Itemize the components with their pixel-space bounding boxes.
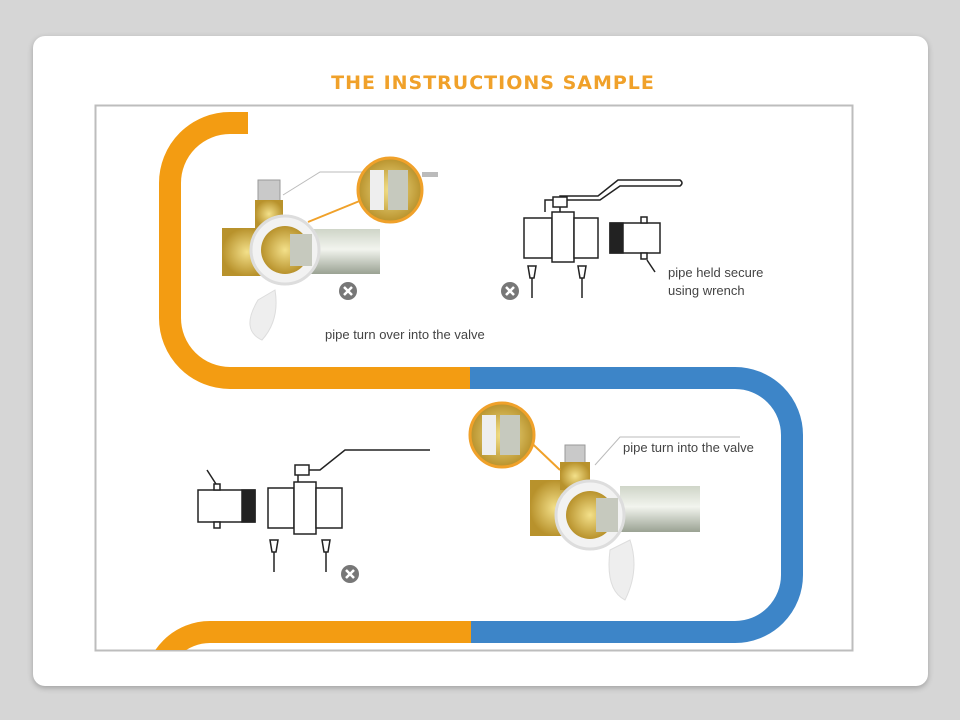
wrong-x-icon — [339, 282, 357, 300]
valve-illustration-step1 — [222, 156, 438, 341]
valve-drawing-step3 — [197, 449, 430, 572]
valve-illustration-step4 — [468, 401, 740, 601]
orange-path-bottom — [155, 621, 471, 650]
blue-path — [470, 367, 803, 643]
step2-caption-line2: using wrench — [668, 283, 745, 298]
content-frame — [94, 104, 854, 652]
wrong-x-icon — [501, 282, 519, 300]
valve-drawing-step2 — [523, 179, 683, 298]
step4-caption: pipe turn into the valve — [623, 440, 754, 455]
page-title: THE INSTRUCTIONS SAMPLE — [331, 72, 655, 94]
wrong-x-icon — [341, 565, 359, 583]
step1-caption: pipe turn over into the valve — [325, 327, 485, 342]
step2-caption-line1: pipe held secure — [668, 265, 764, 280]
orange-path-top — [159, 112, 471, 389]
